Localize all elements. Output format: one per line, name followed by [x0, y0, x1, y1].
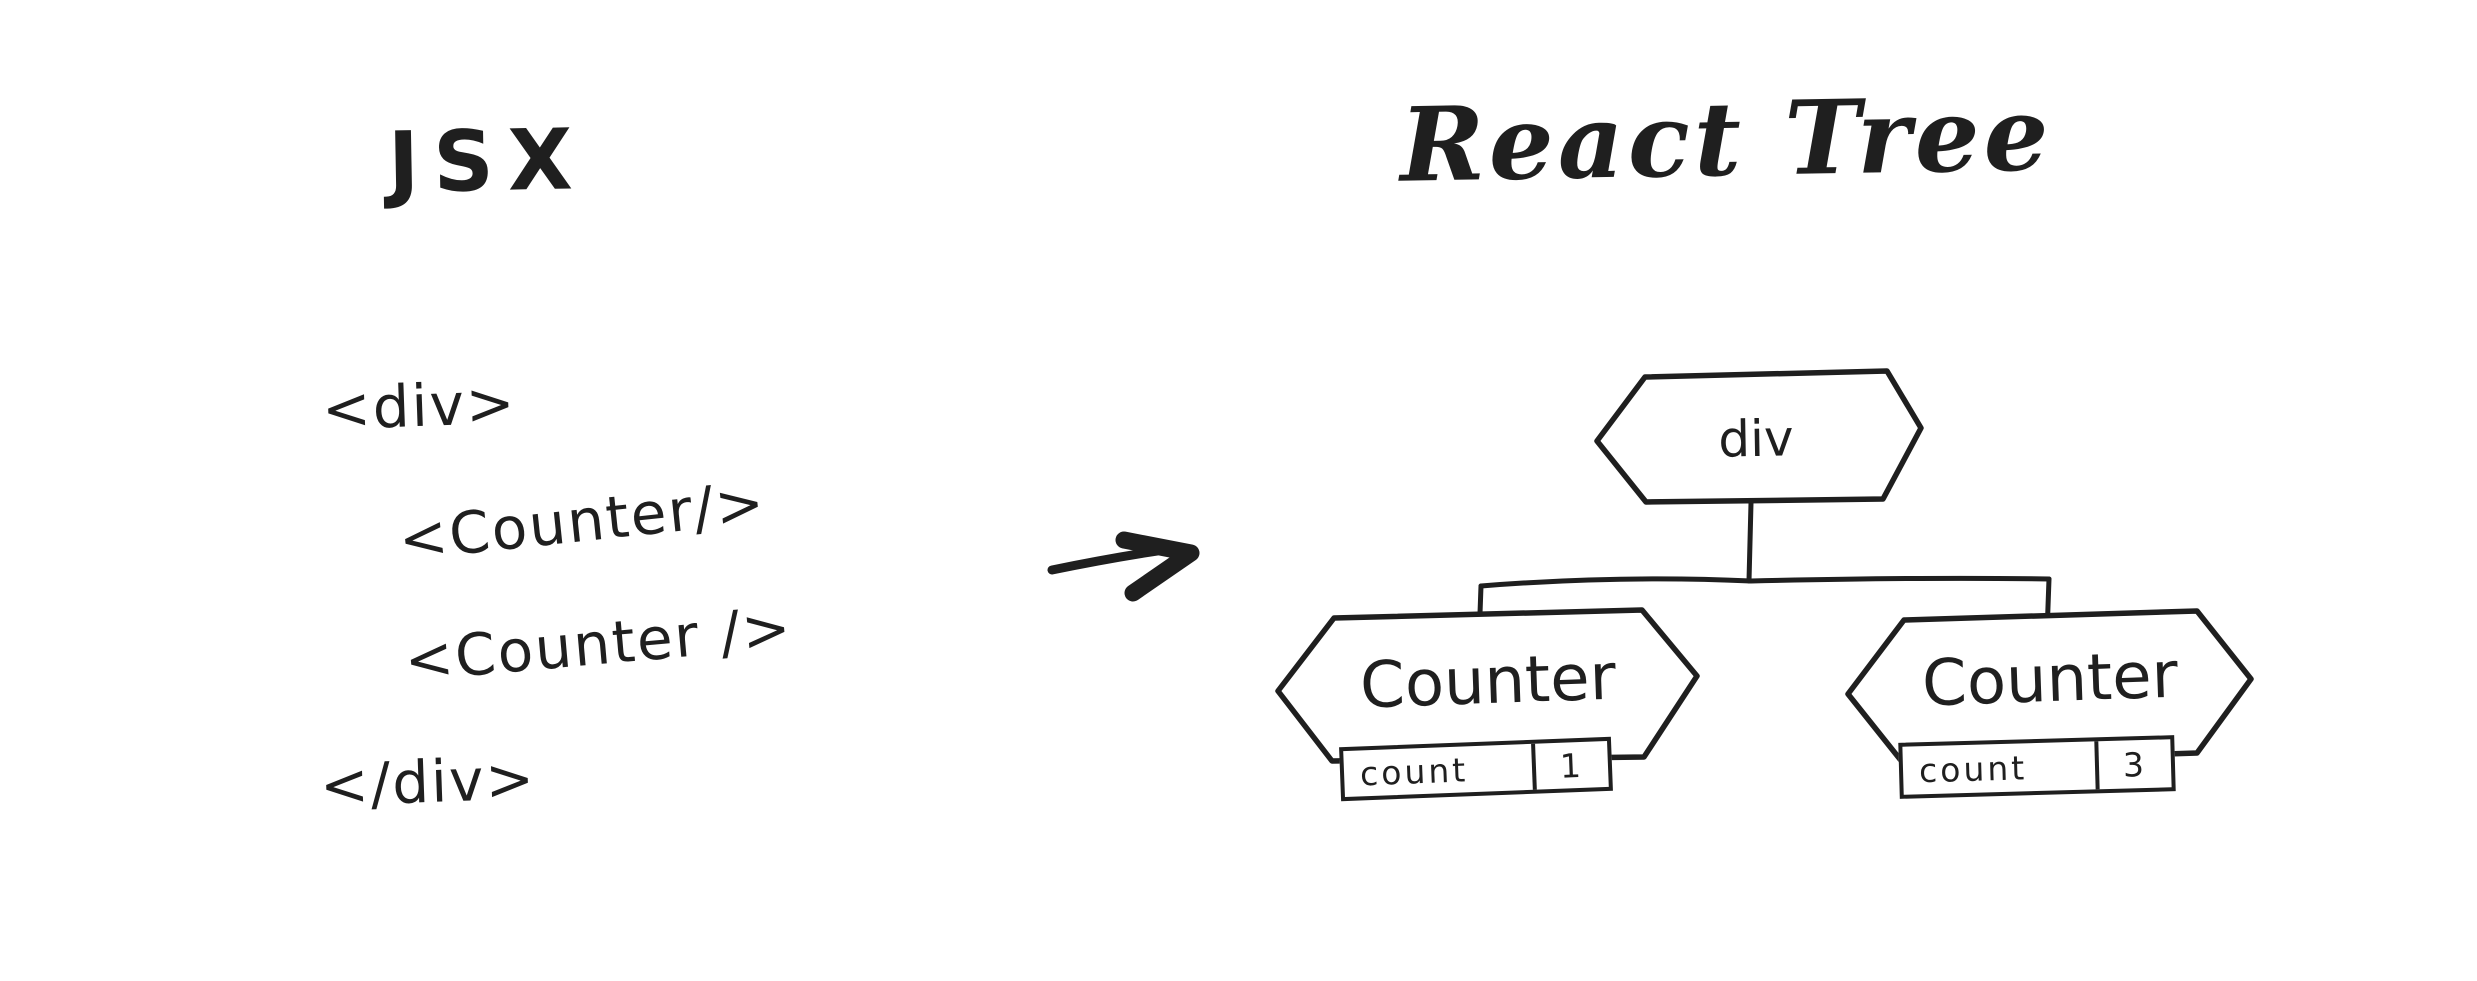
counter-node-2-state-table: count 3	[1898, 735, 2176, 799]
tree-node-shapes	[1275, 368, 2254, 766]
branch-horizontal-line	[1478, 575, 2052, 589]
root-node-hexagon	[1594, 368, 1924, 505]
counter-node-1-label: Counter	[1358, 640, 1618, 724]
counter-node-1-state-value: 1	[1559, 745, 1585, 786]
counter-node-1-state-key: count	[1343, 743, 1537, 798]
counter-node-2-state-key: count	[1902, 741, 2100, 795]
counter-node-2-label: Counter	[1920, 638, 2180, 722]
counter-node-2-state-value: 3	[2122, 744, 2148, 785]
left-child-node-hexagon	[1275, 607, 1700, 764]
root-connector-line	[1746, 500, 1754, 584]
root-node-label: div	[1717, 408, 1795, 469]
counter-node-1-state-table: count 1	[1339, 736, 1613, 802]
react-tree-title: React Tree	[1399, 74, 2054, 206]
right-arrow-icon	[1047, 531, 1200, 602]
